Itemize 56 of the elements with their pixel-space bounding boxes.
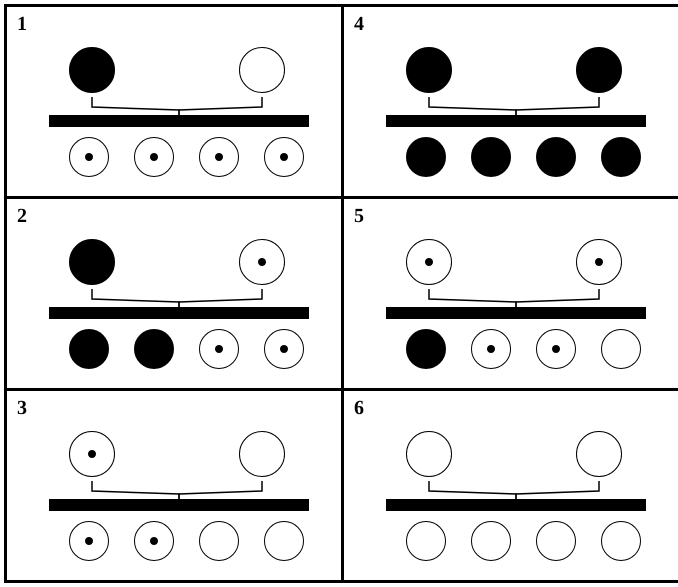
dotted-circle	[536, 329, 576, 369]
dotted-circle	[239, 239, 285, 285]
dotted-circle	[69, 521, 109, 561]
panel-number: 1	[17, 13, 27, 36]
bracket-line	[515, 289, 600, 307]
dotted-circle	[69, 431, 115, 477]
solid-disc	[406, 329, 446, 369]
open-circle	[239, 431, 285, 477]
bar	[49, 115, 309, 127]
open-circle	[471, 521, 511, 561]
bar	[49, 499, 309, 511]
solid-disc	[406, 47, 452, 93]
open-circle	[536, 521, 576, 561]
open-circle	[239, 47, 285, 93]
bracket-line	[515, 97, 600, 115]
dotted-circle	[69, 137, 109, 177]
open-circle	[406, 521, 446, 561]
open-circle	[406, 431, 452, 477]
dotted-circle	[134, 521, 174, 561]
solid-disc	[576, 47, 622, 93]
solid-disc	[406, 137, 446, 177]
dotted-circle	[134, 137, 174, 177]
solid-disc	[134, 329, 174, 369]
open-circle	[264, 521, 304, 561]
dotted-circle	[471, 329, 511, 369]
bar	[386, 307, 646, 319]
dotted-circle	[264, 137, 304, 177]
panel-number: 4	[354, 13, 364, 36]
bar	[386, 115, 646, 127]
panel-number: 2	[17, 205, 27, 228]
solid-disc	[69, 239, 115, 285]
dotted-circle	[264, 329, 304, 369]
dotted-circle	[576, 239, 622, 285]
open-circle	[199, 521, 239, 561]
dotted-circle	[406, 239, 452, 285]
panel	[4, 4, 344, 199]
bracket-line	[178, 481, 263, 499]
solid-disc	[471, 137, 511, 177]
panel-number: 5	[354, 205, 364, 228]
open-circle	[601, 521, 641, 561]
panel	[4, 388, 344, 583]
bar	[386, 499, 646, 511]
bracket-line	[178, 97, 263, 115]
bracket-line	[515, 481, 600, 499]
bracket-line	[178, 289, 263, 307]
dotted-circle	[199, 137, 239, 177]
panel-number: 3	[17, 397, 27, 420]
solid-disc	[69, 329, 109, 369]
open-circle	[576, 431, 622, 477]
solid-disc	[601, 137, 641, 177]
bar	[49, 307, 309, 319]
panel-number: 6	[354, 397, 364, 420]
dotted-circle	[199, 329, 239, 369]
solid-disc	[536, 137, 576, 177]
open-circle	[601, 329, 641, 369]
solid-disc	[69, 47, 115, 93]
